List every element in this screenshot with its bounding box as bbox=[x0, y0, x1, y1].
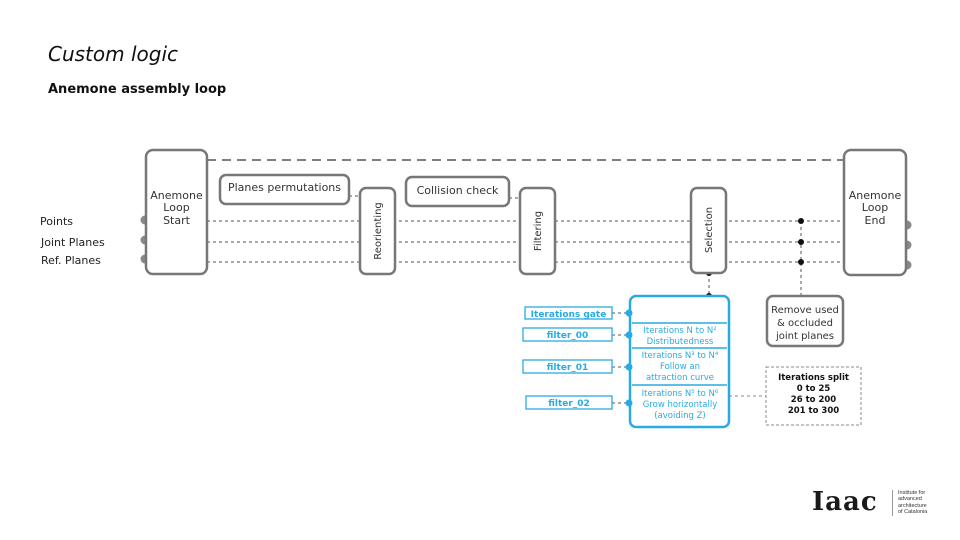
iterations-gate-label: Iterations gate bbox=[531, 310, 607, 320]
selection-label: Selection bbox=[704, 207, 715, 253]
logo-text-line: architecture bbox=[898, 502, 927, 509]
iterations-gate-box bbox=[524, 306, 613, 320]
input-label-joint-planes: Joint Planes bbox=[40, 236, 105, 249]
iterations-split-range: 201 to 300 bbox=[788, 406, 839, 416]
logo-text-line: advanced bbox=[898, 496, 922, 503]
remove-used-label: & occluded bbox=[777, 318, 833, 329]
iterations-split-title: Iterations split bbox=[778, 373, 849, 383]
panel-port bbox=[625, 363, 633, 371]
selection-panel: Iterations N to N² Distributedness Itera… bbox=[625, 294, 731, 429]
loop-end-label: End bbox=[865, 214, 886, 227]
filter-02-label: filter_02 bbox=[548, 399, 590, 409]
logo-text-line: Institute for bbox=[898, 490, 926, 496]
filtering-node: Filtering bbox=[518, 186, 557, 276]
planes-permutations-label: Planes permutations bbox=[228, 181, 341, 194]
junction-dot bbox=[798, 239, 804, 245]
panel-port bbox=[625, 309, 633, 317]
remove-used-label: joint planes bbox=[775, 331, 834, 342]
loop-end-label: Loop bbox=[862, 201, 888, 214]
loop-start-node: Anemone Loop Start bbox=[140, 148, 209, 276]
collision-check-node: Collision check bbox=[404, 175, 511, 208]
iaac-logo-mark: Iaac bbox=[812, 487, 878, 517]
loop-start-label: Start bbox=[163, 214, 191, 227]
section-line: Iterations N³ to N⁴ bbox=[642, 351, 719, 361]
loop-start-label: Loop bbox=[163, 201, 189, 214]
filtering-label: Filtering bbox=[533, 211, 544, 251]
section-line: Follow an bbox=[660, 362, 700, 372]
slide-title: Custom logic bbox=[48, 42, 179, 66]
selection-node: Selection bbox=[689, 186, 728, 275]
junction-dot bbox=[798, 218, 804, 224]
section-line: attraction curve bbox=[646, 373, 714, 383]
input-label-points: Points bbox=[40, 215, 73, 228]
section-line: Iterations N⁵ to N⁶ bbox=[642, 389, 719, 399]
filter-00-label: filter_00 bbox=[547, 331, 589, 341]
filter-01-box bbox=[522, 359, 613, 374]
filter-01-label: filter_01 bbox=[547, 363, 589, 373]
panel-port bbox=[625, 399, 633, 407]
reorienting-label: Reorienting bbox=[373, 202, 384, 260]
iterations-split-range: 26 to 200 bbox=[791, 395, 836, 405]
section-line: Distributedness bbox=[647, 337, 714, 347]
iterations-split-note: Iterations split 0 to 25 26 to 200 201 t… bbox=[765, 366, 862, 426]
slide-subtitle: Anemone assembly loop bbox=[48, 82, 227, 97]
panel-port bbox=[625, 331, 633, 339]
logo-divider bbox=[892, 490, 893, 516]
loop-start-label: Anemone bbox=[150, 189, 203, 202]
input-label-ref-planes: Ref. Planes bbox=[41, 254, 101, 267]
junction-dot bbox=[798, 259, 804, 265]
iaac-logo-text: Institute for advanced architecture of C… bbox=[898, 490, 944, 515]
planes-permutations-node: Planes permutations bbox=[218, 173, 351, 206]
filter-00-box bbox=[522, 327, 613, 342]
section-line: (avoiding Z) bbox=[654, 411, 706, 421]
section-line: Iterations N to N² bbox=[643, 326, 716, 336]
logo-text-line: of Catalonia bbox=[898, 508, 928, 515]
loop-end-node: Anemone Loop End bbox=[842, 148, 912, 277]
iterations-split-range: 0 to 25 bbox=[797, 384, 831, 394]
gate-boxes: Iterations gate filter_00 filter_01 filt… bbox=[522, 306, 613, 410]
collision-check-label: Collision check bbox=[417, 184, 499, 197]
remove-used-node: Remove used & occluded joint planes bbox=[765, 294, 845, 348]
remove-used-label: Remove used bbox=[771, 305, 839, 316]
loop-end-label: Anemone bbox=[849, 189, 902, 202]
reorienting-node: Reorienting bbox=[358, 186, 397, 276]
section-line: Grow horizontally bbox=[643, 400, 718, 410]
filter-02-box bbox=[525, 395, 613, 410]
